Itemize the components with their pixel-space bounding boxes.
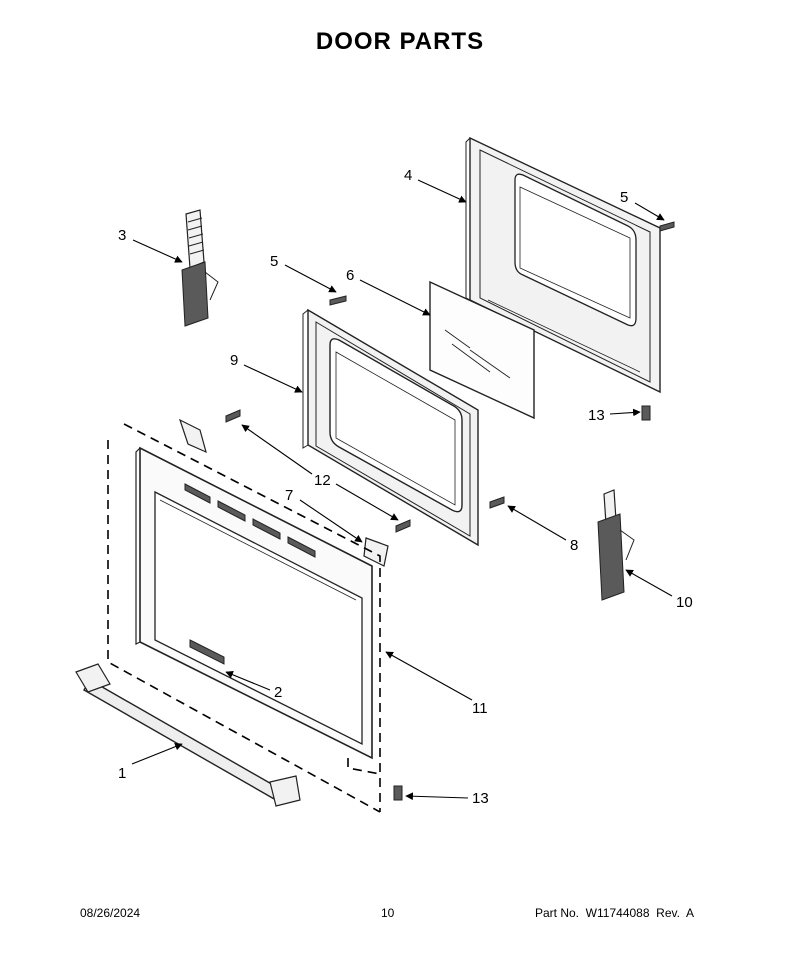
callout-4: 4 [404,167,412,184]
callout-5-right: 5 [620,189,628,206]
callout-13-right: 13 [588,407,605,424]
part-9-inner-door-frame [302,308,479,547]
part-6-glass-panel [429,280,535,420]
callout-1: 1 [118,765,126,782]
callout-7: 7 [285,487,293,504]
callout-10: 10 [676,594,693,611]
part-1-handle [75,663,301,807]
callout-12: 12 [314,472,331,489]
callout-8: 8 [570,537,578,554]
leader-lines [131,179,673,801]
part-7-brackets [178,418,389,567]
callout-6: 6 [346,267,354,284]
part-11-door-assembly-outline [107,423,381,813]
callout-5-left: 5 [270,253,278,270]
footer-part-number: Part No. W11744088 Rev. A [535,906,694,920]
callout-9: 9 [230,352,238,369]
screws [225,221,675,801]
page-title: DOOR PARTS [315,28,485,55]
callout-2: 2 [274,684,282,701]
callout-labels: 1 2 3 4 5 5 6 7 8 9 10 11 12 13 13 [118,167,693,807]
part-3-hinge [181,209,219,327]
callout-3: 3 [118,227,126,244]
callout-13-bottom: 13 [472,790,489,807]
part-10-hinge [597,489,635,601]
footer-page-number: 10 [381,906,395,920]
footer-date: 08/26/2024 [80,906,141,920]
callout-11: 11 [472,700,488,717]
part-2-outer-door-panel [135,446,373,760]
part-4-inner-door-liner [465,136,661,394]
